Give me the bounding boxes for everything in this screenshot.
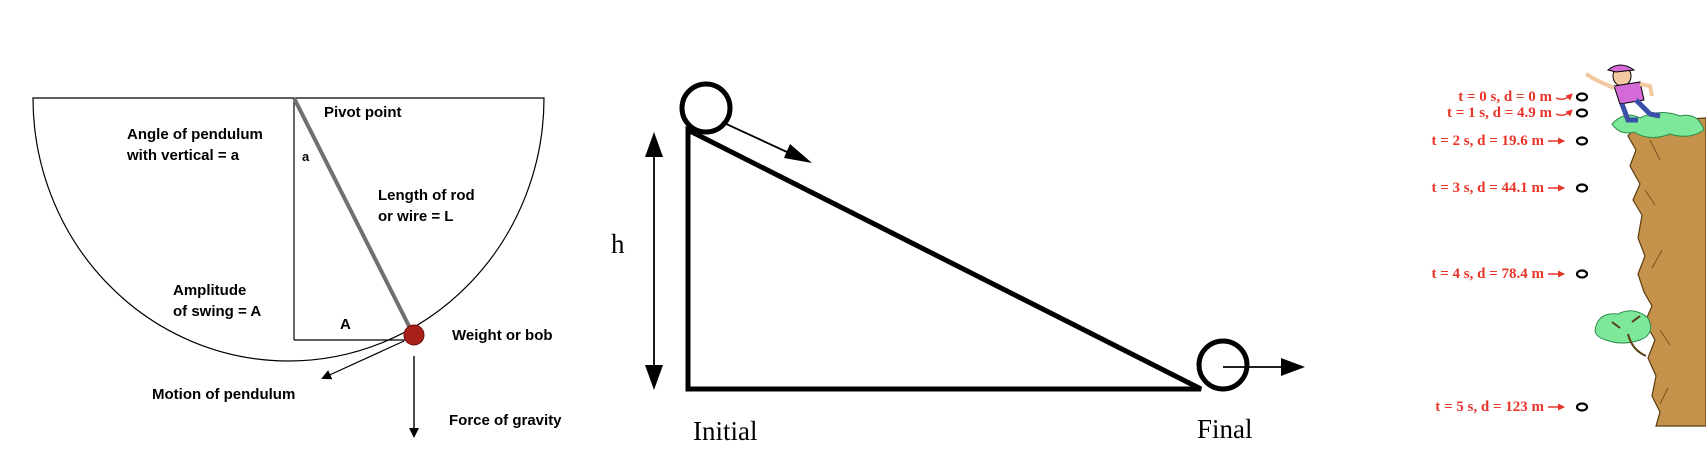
- fall-marker-label: t = 4 s, d = 78.4 m: [1431, 266, 1544, 282]
- final-arrowhead: [1281, 358, 1305, 376]
- cliff-cracks: [1644, 139, 1671, 405]
- swing-arc: [32, 97, 545, 362]
- motion-label: Motion of pendulum: [152, 386, 295, 403]
- angle-label-line2: with vertical = a: [126, 147, 240, 164]
- freefall-diagram: t = 0 s, d = 0 mt = 1 s, d = 4.9 m t = 2 …: [1431, 64, 1706, 427]
- falling-ball-marker: [1575, 92, 1589, 102]
- amplitude-label-line1: Amplitude: [173, 282, 246, 299]
- gravity-label: Force of gravity: [449, 412, 562, 429]
- fall-markers: t = 0 s, d = 0 mt = 1 s, d = 4.9 m t = 2 …: [1431, 89, 1589, 415]
- fall-marker-arrow: [1555, 109, 1573, 117]
- fall-marker-label: t = 5 s, d = 123 m: [1435, 399, 1544, 415]
- final-ball: [1196, 338, 1250, 392]
- falling-ball-marker: [1575, 402, 1589, 412]
- cliff-tree-foliage: [1594, 310, 1652, 344]
- pendulum-bob: [403, 324, 425, 346]
- pendulum-diagram: Pivot point Angle of pendulum with verti…: [32, 97, 562, 438]
- height-arrowhead-top: [645, 132, 663, 157]
- height-label: h: [611, 229, 625, 259]
- initial-ball: [679, 81, 733, 135]
- cliff-tree-trunk: [1611, 315, 1647, 357]
- fall-marker-label: t = 0 s, d = 0 m: [1458, 89, 1552, 105]
- falling-ball-marker: [1575, 108, 1589, 118]
- incline-diagram: h Initial Final: [611, 81, 1305, 446]
- angle-symbol: a: [302, 149, 310, 164]
- pendulum-rod: [292, 97, 415, 335]
- motion-arrow: [321, 340, 405, 380]
- falling-ball-marker: [1575, 136, 1589, 146]
- height-arrowhead-bottom: [645, 365, 663, 390]
- falling-ball-marker: [1575, 269, 1589, 279]
- angle-label-line1: Angle of pendulum: [127, 126, 263, 143]
- fall-marker-label: t = 3 s, d = 44.1 m: [1431, 180, 1544, 196]
- fall-marker-label: t = 1 s, d = 4.9 m: [1447, 105, 1553, 121]
- cliff: [1627, 117, 1706, 427]
- final-label: Final: [1197, 414, 1253, 444]
- fall-marker-arrow: [1555, 93, 1573, 101]
- bob-label: Weight or bob: [452, 327, 553, 344]
- length-label-line1: Length of rod: [378, 187, 475, 204]
- initial-arrowhead: [784, 144, 812, 163]
- length-label-line2: or wire = L: [378, 208, 453, 225]
- fall-marker-label: t = 2 s, d = 19.6 m: [1431, 133, 1544, 149]
- amplitude-label-line2: of swing = A: [173, 303, 261, 320]
- initial-label: Initial: [693, 416, 757, 446]
- amplitude-symbol: A: [340, 316, 351, 333]
- person-figure: [1584, 64, 1661, 123]
- pivot-point-label: Pivot point: [324, 104, 402, 121]
- incline-triangle: [685, 125, 1203, 392]
- falling-ball-marker: [1575, 183, 1589, 193]
